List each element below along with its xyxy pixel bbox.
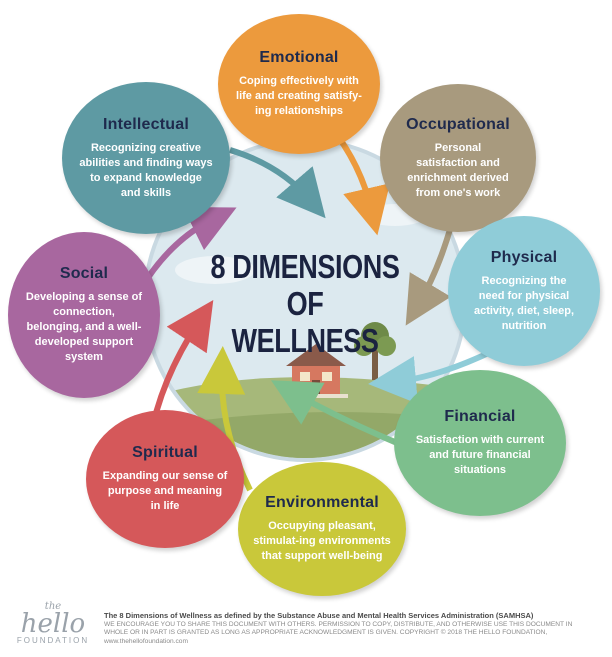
spiritual-title: Spiritual: [132, 444, 198, 461]
hello-foundation-logo: the hello FOUNDATION: [12, 602, 94, 654]
center-title: 8 DIMENSIONS OF WELLNESS: [203, 248, 408, 359]
social-bubble: Social Developing a sense of connection,…: [8, 232, 160, 398]
spiritual-description: Expanding our sense of purpose and meani…: [102, 470, 228, 512]
intellectual-arrow: [229, 147, 326, 219]
social-title: Social: [59, 265, 109, 282]
footer-url: www.thehellofoundation.com: [104, 637, 188, 645]
occupational-description: Personal satisfaction and enrichment der…: [407, 141, 509, 199]
logo-hello: hello: [20, 609, 86, 639]
financial-bubble: Financial Satisfaction with current and …: [394, 370, 566, 516]
spiritual-bubble: Spiritual Expanding our sense of purpose…: [86, 410, 244, 548]
physical-bubble: Physical Recognizing the need for physic…: [448, 216, 600, 366]
footer-line1: WE ENCOURAGE YOU TO SHARE THIS DOCUMENT …: [104, 621, 573, 628]
center-title-line1: 8 DIMENSIONS: [210, 248, 400, 285]
intellectual-bubble: Intellectual Recognizing creative abilit…: [62, 82, 230, 234]
financial-description: Satisfaction with current and future fin…: [415, 434, 545, 476]
footer: The 8 Dimensions of Wellness as defined …: [104, 611, 604, 646]
environmental-bubble: Environmental Occupying pleasant, stimul…: [238, 462, 406, 596]
center-title-line2: OF: [286, 285, 324, 322]
emotional-bubble: Emotional Coping effectively with life a…: [218, 14, 380, 154]
financial-title: Financial: [444, 408, 516, 425]
occupational-title: Occupational: [406, 115, 510, 133]
emotional-description: Coping effectively with life and creatin…: [236, 75, 362, 117]
footer-line2: WHOLE OR IN PART IS GRANTED AS LONG AS A…: [104, 629, 548, 637]
physical-description: Recognizing the need for physical activi…: [473, 274, 575, 332]
intellectual-description: Recognizing creative abilities and findi…: [79, 141, 213, 199]
physical-title: Physical: [490, 248, 558, 266]
occupational-bubble: Occupational Personal satisfaction and e…: [380, 84, 536, 232]
emotional-title: Emotional: [259, 49, 339, 66]
footer-body: WE ENCOURAGE YOU TO SHARE THIS DOCUMENT …: [104, 621, 604, 646]
center-title-line3: WELLNESS: [231, 322, 379, 359]
environmental-description: Occupying pleasant, stimulat-ing environ…: [253, 520, 391, 562]
logo-the: the: [44, 601, 62, 612]
social-description: Developing a sense of connection, belong…: [25, 291, 143, 363]
environmental-title: Environmental: [265, 494, 379, 511]
logo-foundation: FOUNDATION: [16, 636, 90, 645]
footer-title: The 8 Dimensions of Wellness as defined …: [104, 611, 534, 620]
intellectual-title: Intellectual: [103, 115, 189, 133]
tree-icon: [354, 322, 396, 380]
